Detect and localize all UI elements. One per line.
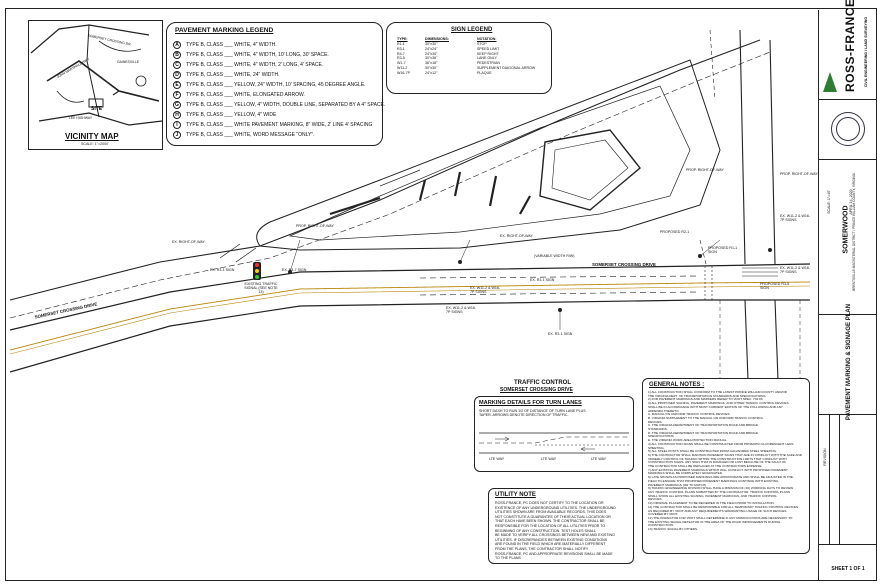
firm-logo-icon bbox=[823, 72, 837, 92]
plan-label-prop-row-2: PROP. RIGHT-OF-WAY bbox=[686, 168, 724, 172]
marking-details-title: MARKING DETAILS FOR TURN LANES bbox=[479, 400, 582, 406]
utility-note: UTILITY NOTE ROSS-FRANCE, PC DOES NOT CE… bbox=[488, 488, 634, 564]
plan-label-w11-2-3: EX. W11-2 & W16-7P SIGNS bbox=[780, 214, 811, 223]
title-block-firm: ROSS-FRANCE CIVIL ENGINEERING / LAND SUR… bbox=[819, 0, 877, 100]
pavement-legend-title: PAVEMENT MARKING LEGEND bbox=[175, 27, 274, 34]
plan-label-w11-2-2: EX. W11-2 & W16-7P SIGNS bbox=[446, 306, 477, 315]
firm-subtitle: CIVIL ENGINEERING / LAND SURVEYING bbox=[864, 16, 868, 88]
vicinity-map: SOMERSET CROSSING DR JOHN MARSHALL HWY G… bbox=[28, 20, 163, 150]
vicinity-road-label-4: LEE HIGHWAY bbox=[69, 116, 93, 120]
marking-lane-label: LTE WAY bbox=[489, 457, 505, 461]
project-date: APRIL 14, 2020 bbox=[849, 189, 853, 215]
utility-note-title: UTILITY NOTE bbox=[495, 492, 536, 498]
plan-label-ex-row: EX. RIGHT-OF-WAY bbox=[172, 240, 205, 244]
marking-details-text: SHORT DASH TO RUN 1/2 OF DISTANCE OF TUR… bbox=[479, 409, 586, 418]
plan-road-name-2: SOMERSET CROSSING DRIVE bbox=[592, 262, 656, 267]
sheet-title: PAVEMENT MARKING & SIGNAGE PLAN bbox=[846, 303, 852, 421]
plan-label-r3-1: EX. R3-1 SIGN bbox=[210, 268, 235, 272]
plan-label-r3-1-c: EX. R3-1 SIGN bbox=[530, 278, 555, 282]
revision-label: REVISION bbox=[823, 448, 827, 466]
vicinity-map-scale: SCALE: 1"=2000' bbox=[81, 142, 109, 146]
firm-name: ROSS-FRANCE bbox=[843, 0, 857, 92]
utility-note-body: ROSS-FRANCE, PC DOES NOT CERTIFY TO THE … bbox=[495, 501, 616, 561]
marking-details-drawing bbox=[479, 432, 629, 454]
title-block-seal bbox=[819, 100, 877, 160]
vicinity-map-title: VICINITY MAP bbox=[65, 132, 119, 141]
sign-legend-title: SIGN LEGEND bbox=[451, 27, 493, 33]
traffic-signal-icon bbox=[253, 262, 261, 280]
sign-legend: SIGN LEGEND TYPE:DIMENSIONS:NOTATION: R1… bbox=[386, 22, 552, 94]
general-notes-title: GENERAL NOTES : bbox=[649, 382, 705, 388]
plan-label-speed-limit: PROPOSED R2-1 bbox=[660, 230, 690, 234]
sheet-number: SHEET 1 OF 1 bbox=[831, 566, 865, 572]
plan-label-ex-row-2: EX. RIGHT-OF-WAY bbox=[500, 234, 533, 238]
title-block-sheet-title: PAVEMENT MARKING & SIGNAGE PLAN bbox=[819, 304, 877, 420]
plan-label-r3-1-b: EX. R3-1 SIGN bbox=[548, 332, 573, 336]
traffic-control-title: TRAFFIC CONTROL bbox=[514, 380, 571, 386]
plan-label-w11-2-1: EX. W11-2 & W16-7P SIGNS bbox=[470, 286, 501, 295]
vicinity-site-label: SITE bbox=[91, 106, 103, 112]
plan-label-prop-r1-1: PROPOSED R1-1 SIGN bbox=[708, 246, 738, 255]
plan-label-r4-7: EX. R4-7 SIGN bbox=[282, 268, 307, 272]
drawing-sheet bbox=[5, 8, 877, 581]
title-block-revisions: REVISION bbox=[819, 415, 877, 545]
plan-label-w11-2-4: EX. W11-2 & W16-7P SIGNS bbox=[780, 266, 811, 275]
marking-details-turn-lanes: MARKING DETAILS FOR TURN LANES SHORT DAS… bbox=[474, 396, 634, 472]
title-block-project: SOMERWOOD BRENTSVILLE MAGISTERIAL DISTRI… bbox=[819, 160, 877, 315]
engineer-seal-icon bbox=[831, 112, 865, 146]
general-notes-list: 1) ALL CONSTRUCTION SHALL CONFORM TO THE… bbox=[648, 390, 802, 532]
project-scale: SCALE: 1"=40' bbox=[827, 190, 831, 214]
traffic-control-subtitle: SOMERSET CROSSING DRIVE bbox=[500, 387, 573, 393]
plan-label-prop-row-1: PROP. RIGHT-OF-WAY bbox=[296, 224, 334, 228]
plan-label-signal: EXISTING TRAFFIC SIGNAL (SEE NOTE 13) bbox=[244, 282, 278, 295]
marking-lane-label: LTE WAY bbox=[591, 457, 607, 461]
marking-lane-label: LTE WAY bbox=[541, 457, 557, 461]
general-notes: GENERAL NOTES : 1) ALL CONSTRUCTION SHAL… bbox=[642, 378, 810, 554]
plan-label-prop-row-3: PROP. RIGHT-OF-WAY bbox=[780, 172, 818, 176]
title-block: ROSS-FRANCE CIVIL ENGINEERING / LAND SUR… bbox=[818, 0, 877, 580]
plan-road-sub: (VARIABLE WIDTH R/W) bbox=[534, 254, 575, 258]
vicinity-road-label-3: GAINESVILLE bbox=[117, 60, 140, 64]
plan-label-prop-r3-5: PROPOSED R3-5 SIGN bbox=[760, 282, 790, 291]
